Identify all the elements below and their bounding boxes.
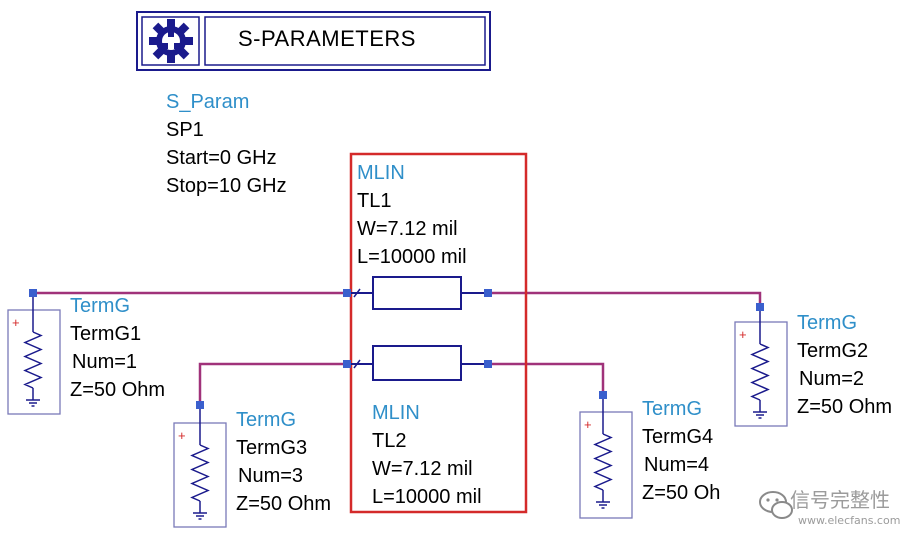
pin-tl2-2 [484,360,492,368]
sparam-start: Start=0 GHz [166,147,277,169]
termg2-instance: TermG2 [797,340,869,362]
mlin-tl2-symbol[interactable] [343,345,492,381]
termg2-type: TermG [797,312,857,334]
termg4-symbol[interactable]: + [579,391,633,519]
sparam-stop: Stop=10 GHz [166,175,287,197]
wire-tl2-termg4 [488,362,605,395]
termg1-num: Num=1 [72,351,138,373]
watermark-name: 信号完整性 [790,488,890,512]
wire-termg3-tl2 [198,362,347,405]
termg3-symbol[interactable]: + [173,401,227,528]
termg1-symbol[interactable]: + [7,289,61,415]
termg3-num: Num=3 [238,465,304,487]
mlin2-length: L=10000 mil [372,486,482,508]
mlin2-width: W=7.12 mil [372,458,473,480]
mlin2-instance: TL2 [372,430,407,452]
termg3-labels: TermG TermG3 Num=3 Z=50 Ohm [236,406,331,518]
wire-tl1-termg2 [488,291,762,307]
termg2-num: Num=2 [799,368,865,390]
sparam-block[interactable] [136,11,491,71]
sparam-type: S_Param [166,91,250,113]
termg3-pin[interactable] [196,401,204,409]
pin-tl1-2 [484,289,492,297]
termg4-type: TermG [642,398,702,420]
termg2-labels: TermG TermG2 Num=2 Z=50 Ohm [797,309,892,421]
mlin1-type: MLIN [357,162,405,184]
plus-icon: + [178,428,186,443]
termg1-impedance: Z=50 Ohm [70,379,166,401]
mlin-tl1-symbol[interactable] [343,276,492,310]
sparam-title: S-PARAMETERS [238,26,416,51]
mlin1-length: L=10000 mil [357,246,467,268]
plus-icon: + [739,327,747,342]
wechat-icon [759,491,793,519]
mlin1-labels: MLIN TL1 W=7.12 mil L=10000 mil [357,159,467,271]
termg1-pin[interactable] [29,289,37,297]
pin-tl2-1 [343,360,351,368]
termg2-pin[interactable] [756,303,764,311]
highlight-box [349,152,528,514]
plus-icon: + [12,315,20,330]
sparam-labels: S_Param SP1 Start=0 GHz Stop=10 GHz [166,88,287,200]
gear-icon [149,19,193,63]
pin-tl1-1 [343,289,351,297]
termg1-type: TermG [70,295,130,317]
termg3-impedance: Z=50 Ohm [236,493,332,515]
termg4-instance: TermG4 [642,426,714,448]
termg3-instance: TermG3 [236,437,308,459]
sparam-instance: SP1 [166,119,204,141]
mlin1-width: W=7.12 mil [357,218,458,240]
termg4-labels: TermG TermG4 Num=4 Z=50 Oh [642,395,720,507]
watermark-url: www.elecfans.com [798,514,901,527]
wires [33,291,762,405]
termg4-num: Num=4 [644,454,710,476]
termg4-pin[interactable] [599,391,607,399]
mlin2-type: MLIN [372,402,420,424]
termg1-instance: TermG1 [70,323,142,345]
termg1-labels: TermG TermG1 Num=1 Z=50 Ohm [70,292,165,404]
termg4-impedance: Z=50 Oh [642,482,721,504]
plus-icon: + [584,417,592,432]
termg3-type: TermG [236,409,296,431]
mlin1-instance: TL1 [357,190,392,212]
termg2-symbol[interactable]: + [734,303,788,427]
mlin2-labels: MLIN TL2 W=7.12 mil L=10000 mil [372,399,482,511]
termg2-impedance: Z=50 Ohm [797,396,893,418]
